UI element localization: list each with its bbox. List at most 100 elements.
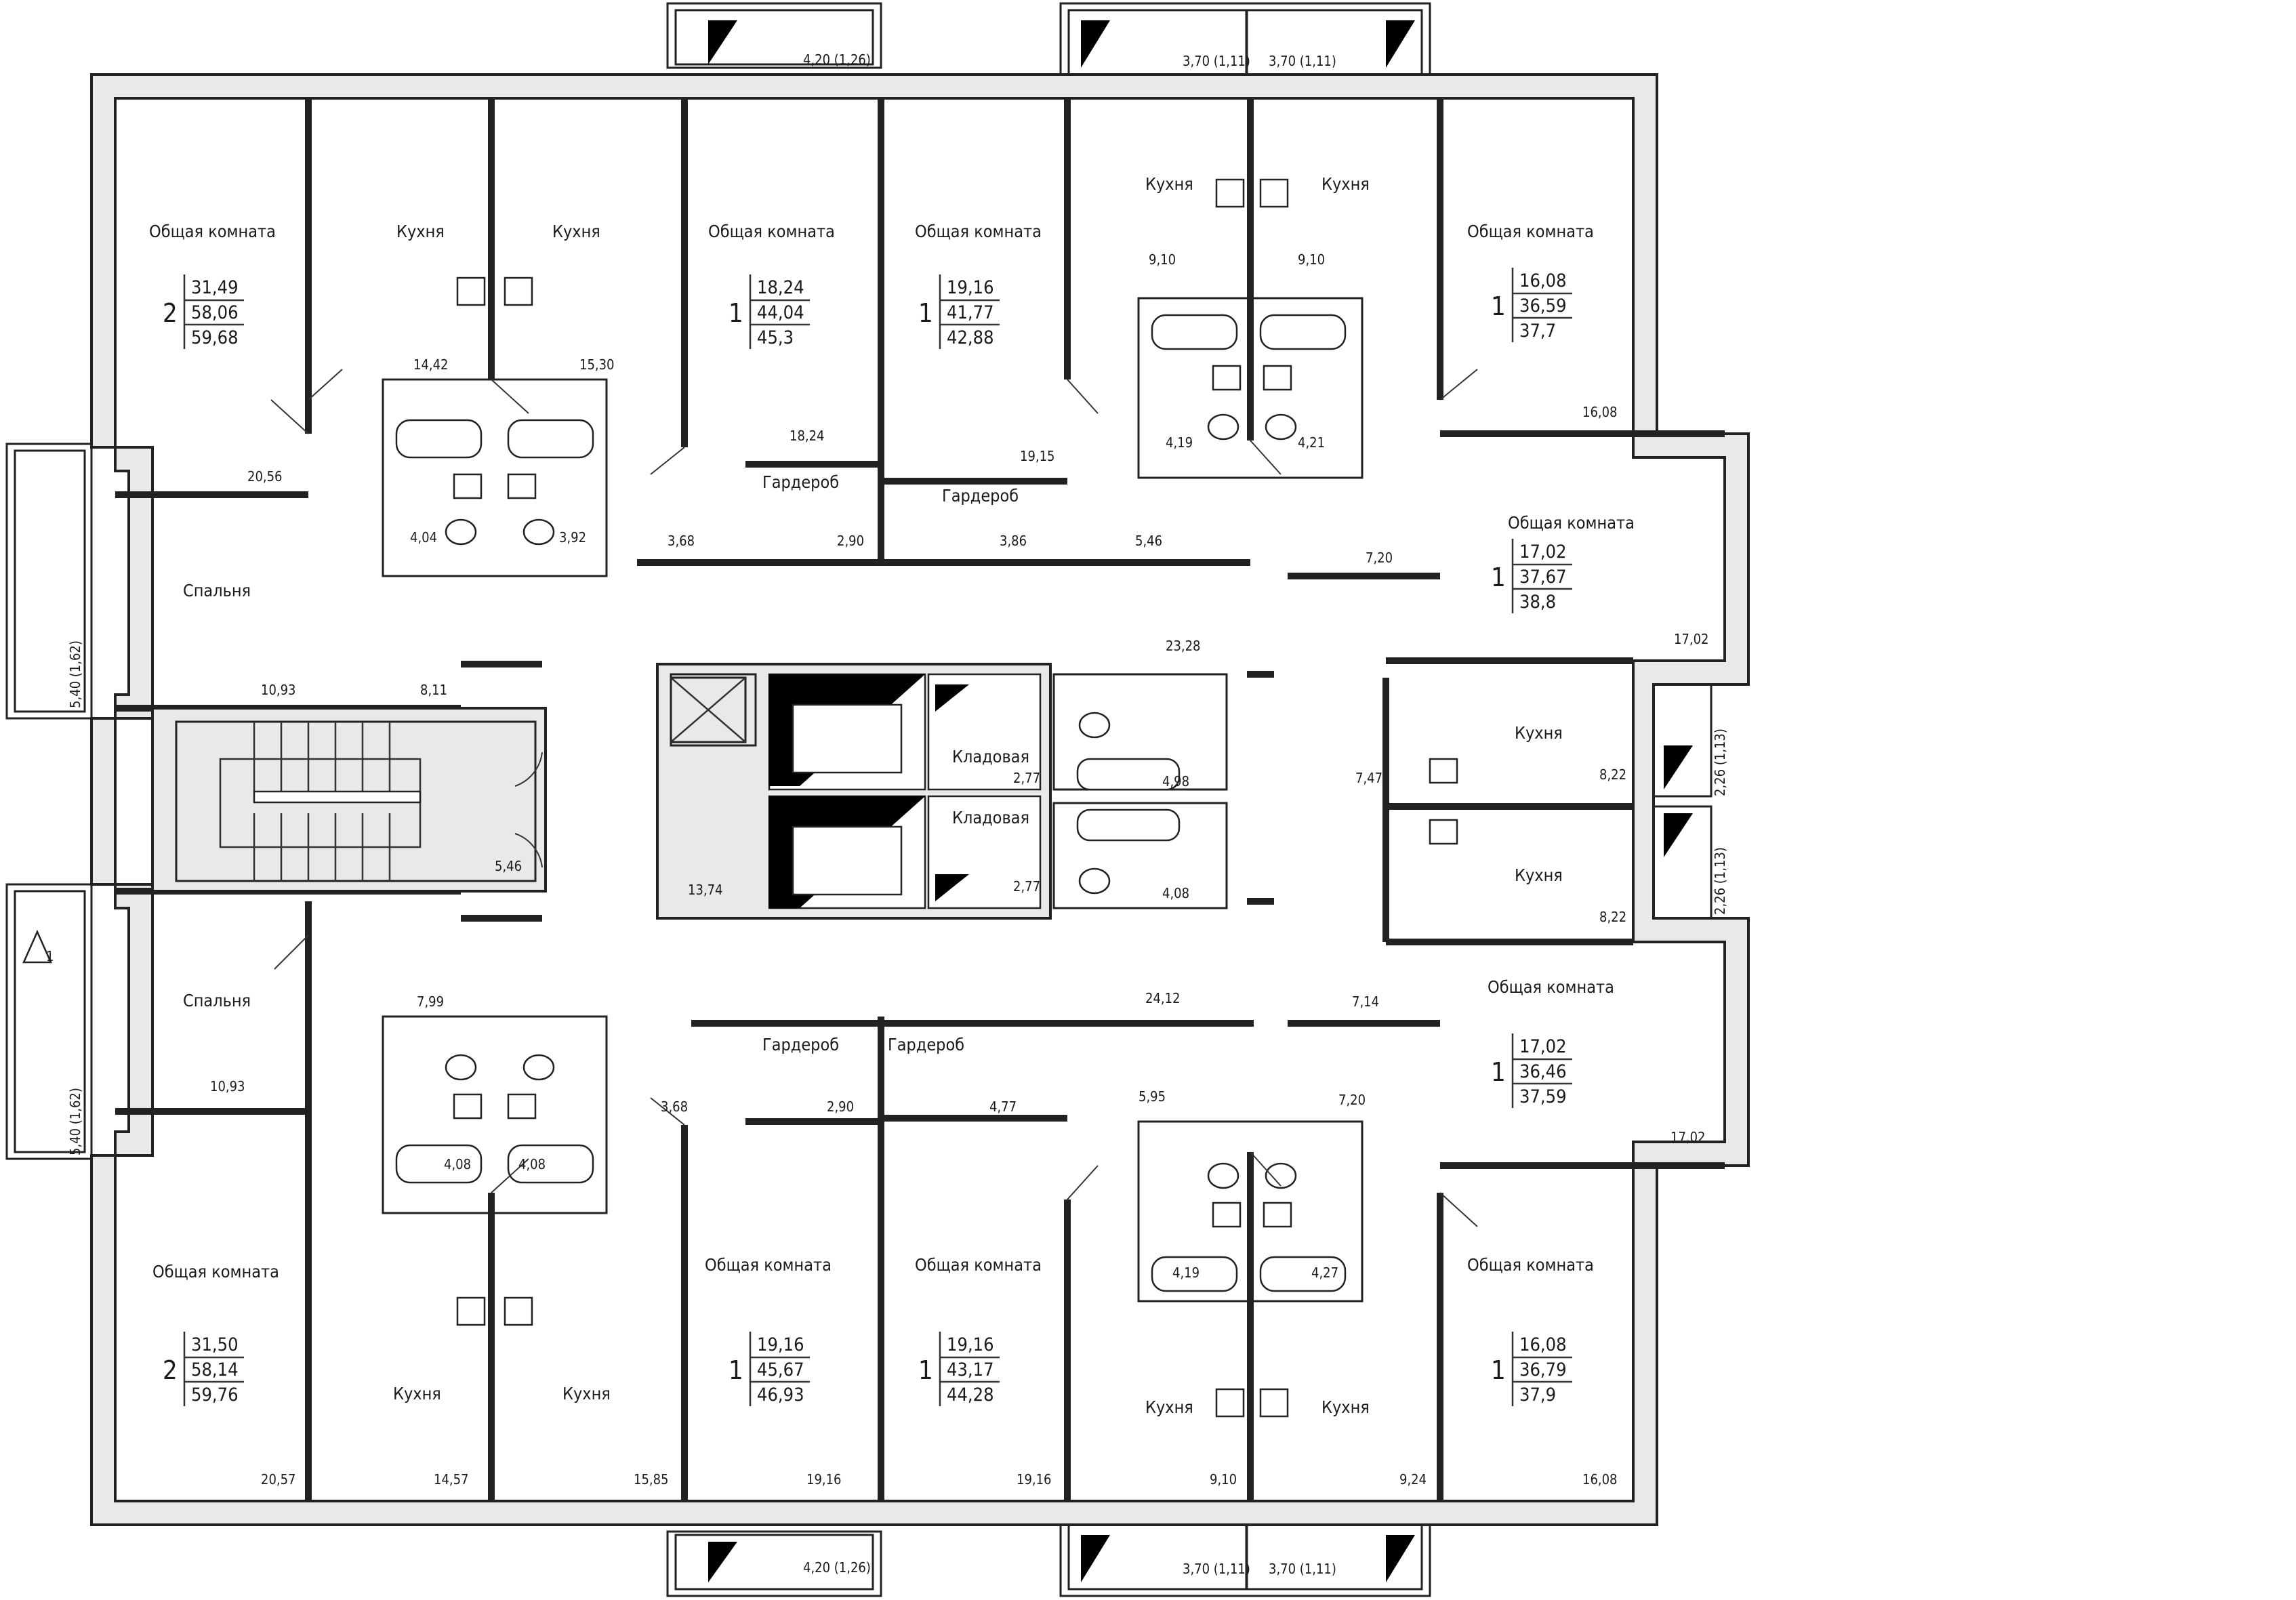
- apartment-living-area: 16,08: [1519, 1334, 1567, 1355]
- room-label-kitchen: Кухня: [562, 1384, 611, 1403]
- area-label: 7,14: [1352, 993, 1379, 1010]
- apartment-living-area: 18,24: [757, 277, 804, 298]
- room-label-wardrobe: Гардероб: [762, 1035, 839, 1054]
- room-label-living: Общая комната: [1508, 513, 1635, 533]
- room-label-kitchen: Кухня: [1515, 723, 1563, 743]
- area-label: 23,28: [1166, 638, 1201, 654]
- area-label: 16,08: [1582, 1471, 1618, 1488]
- apartment-living-area: 17,02: [1519, 1036, 1567, 1057]
- area-label: 4,27: [1311, 1265, 1338, 1281]
- room-label-bedroom: Спальня: [183, 581, 251, 600]
- room-label-kitchen: Кухня: [1321, 1397, 1370, 1417]
- apartment-living-area: 17,02: [1519, 541, 1567, 562]
- area-label: 2,77: [1013, 770, 1040, 786]
- apartment-summary: 1 19,16 45,67 46,93: [729, 1332, 810, 1406]
- apartment-living-area: 19,16: [757, 1334, 804, 1355]
- stair-treads: [253, 722, 391, 881]
- apartment-total-area-balcony: 46,93: [757, 1384, 804, 1406]
- area-label: 3,92: [559, 529, 586, 546]
- balcony-area-label: 3,70 (1,11): [1183, 53, 1250, 69]
- apartment-total-area: 44,04: [757, 302, 804, 323]
- apartment-rooms: 1: [729, 298, 743, 328]
- apartment-total-area: 36,59: [1519, 295, 1567, 316]
- room-label-living: Общая комната: [915, 1255, 1042, 1275]
- room-label-bedroom: Спальня: [183, 991, 251, 1010]
- balcony-area-label: 3,70 (1,11): [1269, 53, 1336, 69]
- room-label-living: Общая комната: [1467, 1255, 1594, 1275]
- apartment-summary: 1 16,08 36,79 37,9: [1491, 1332, 1572, 1406]
- balcony-area-label: 5,40 (1,62): [67, 1088, 83, 1155]
- apartment-total-area: 58,14: [191, 1359, 239, 1380]
- apartment-rooms: 1: [1491, 1057, 1506, 1087]
- area-label: 4,19: [1166, 434, 1193, 451]
- room-label-living: Общая комната: [1467, 222, 1594, 241]
- room-label-living: Общая комната: [915, 222, 1042, 241]
- apartment-total-area-balcony: 42,88: [947, 327, 994, 348]
- room-label-storage: Кладовая: [952, 808, 1029, 827]
- area-label: 2,77: [1013, 878, 1040, 895]
- area-label: 9,10: [1210, 1471, 1237, 1488]
- area-label: 7,20: [1366, 550, 1393, 566]
- area-label: 8,11: [420, 682, 447, 698]
- apartment-rooms: 1: [1491, 1355, 1506, 1385]
- apartment-total-area: 45,67: [757, 1359, 804, 1380]
- area-label: 4,19: [1172, 1265, 1200, 1281]
- apartment-living-area: 19,16: [947, 277, 994, 298]
- apartment-summary: 2 31,50 58,14 59,76: [163, 1332, 244, 1406]
- balcony-area-label: 5,40 (1,62): [67, 640, 83, 708]
- apartment-total-area: 36,79: [1519, 1359, 1567, 1380]
- balcony-wedge-icons: [708, 20, 1693, 1582]
- area-label: 15,85: [634, 1471, 669, 1488]
- balcony-right-upper: [1652, 683, 1713, 798]
- apartment-living-area: 31,50: [191, 1334, 239, 1355]
- apartment-total-area: 37,67: [1519, 567, 1567, 588]
- apartment-living-area: 19,16: [947, 1334, 994, 1355]
- apartment-rooms: 1: [918, 1355, 933, 1385]
- area-label: 4,08: [444, 1156, 471, 1172]
- apartment-total-area-balcony: 37,7: [1519, 321, 1556, 342]
- door-swings: [270, 369, 1478, 1227]
- area-label: 14,57: [434, 1471, 469, 1488]
- balcony-area-label: 3,70 (1,11): [1269, 1561, 1336, 1577]
- area-label: 8,22: [1599, 909, 1626, 925]
- room-label-kitchen: Кухня: [1515, 865, 1563, 885]
- apartment-blocks: 2 31,49 58,06 59,68 1 18,24 44,04 45,3 1…: [163, 268, 1572, 1406]
- area-label: 2,90: [837, 533, 864, 549]
- area-label: 17,02: [1674, 631, 1709, 647]
- area-label: 19,16: [806, 1471, 842, 1488]
- apartment-total-area-balcony: 37,59: [1519, 1086, 1567, 1107]
- area-label: 7,99: [417, 993, 444, 1010]
- bathroom-fixtures: [382, 178, 1458, 1418]
- room-label-storage: Кладовая: [952, 747, 1029, 766]
- apartment-rooms: 2: [163, 1355, 178, 1385]
- room-label-living: Общая комната: [705, 1255, 832, 1275]
- axis-marker: 1: [22, 929, 54, 964]
- room-label-wardrobe: Гардероб: [888, 1035, 964, 1054]
- apartment-summary: 1 17,02 36,46 37,59: [1491, 1033, 1572, 1108]
- room-label-wardrobe: Гардероб: [762, 472, 839, 492]
- balcony-area-label: 2,26 (1,13): [1712, 729, 1728, 796]
- apartment-summary: 2 31,49 58,06 59,68: [163, 274, 244, 349]
- balcony-area-label: 4,20 (1,26): [803, 1559, 871, 1576]
- apartment-summary: 1 19,16 41,77 42,88: [918, 274, 1000, 349]
- area-label: 19,15: [1020, 448, 1055, 464]
- room-labels: Общая комната Общая комната Общая комнат…: [149, 174, 1635, 1417]
- room-label-living: Общая комната: [708, 222, 835, 241]
- area-label: 19,16: [1017, 1471, 1052, 1488]
- apartment-total-area: 58,06: [191, 302, 239, 323]
- area-label: 20,56: [247, 468, 283, 485]
- stairwell: [151, 707, 547, 893]
- apartment-total-area-balcony: 37,9: [1519, 1384, 1556, 1406]
- area-label: 2,90: [827, 1099, 854, 1115]
- area-label: 4,21: [1298, 434, 1325, 451]
- area-label: 15,30: [579, 356, 615, 373]
- area-label: 13,74: [688, 882, 723, 898]
- area-label: 16,08: [1582, 404, 1618, 420]
- apartment-summary: 1 19,16 43,17 44,28: [918, 1332, 1000, 1406]
- area-label: 18,24: [790, 428, 825, 444]
- apartment-total-area-balcony: 45,3: [757, 327, 794, 348]
- apartment-summary: 1 18,24 44,04 45,3: [729, 274, 810, 349]
- area-label: 5,46: [495, 858, 522, 874]
- room-label-living: Общая комната: [1488, 977, 1614, 997]
